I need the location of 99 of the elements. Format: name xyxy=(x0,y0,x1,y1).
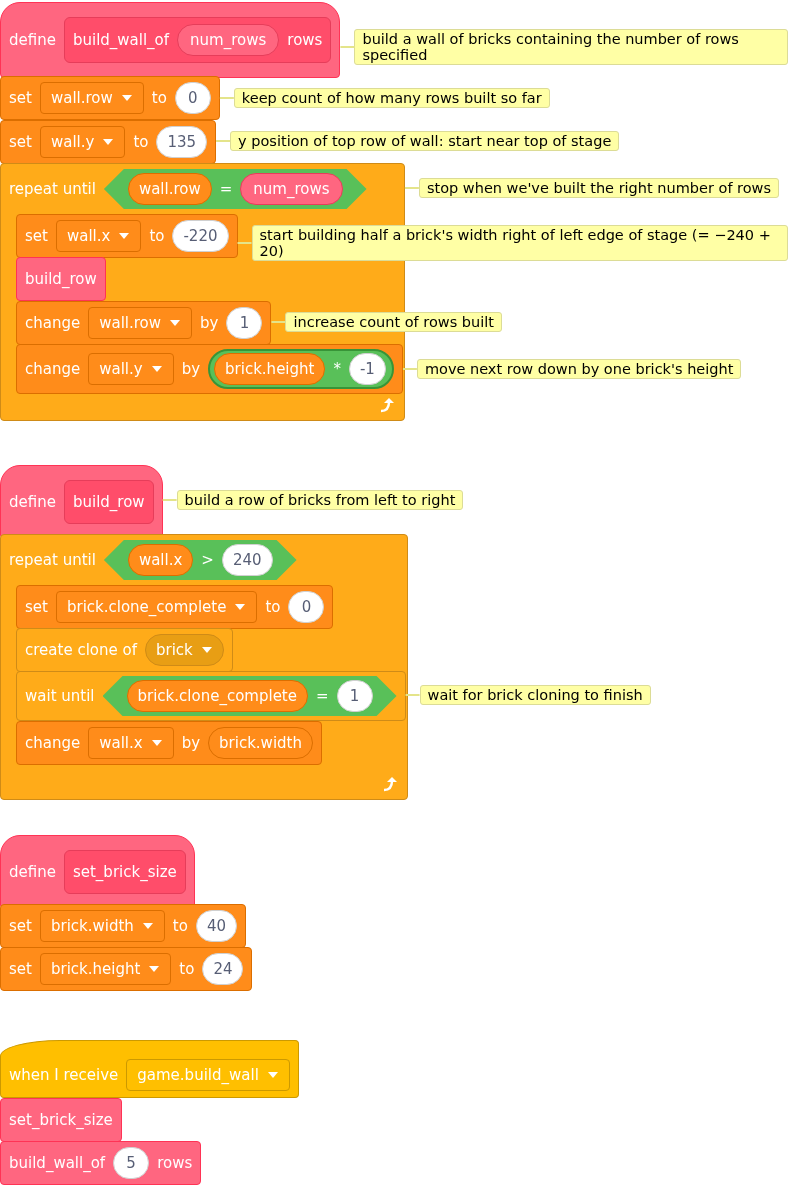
block-text: wait until xyxy=(25,687,95,705)
block-text: repeat until xyxy=(9,551,96,569)
block-text: create clone of xyxy=(25,641,137,659)
leader-line xyxy=(403,187,420,189)
block-text: by xyxy=(200,314,219,332)
operator-sign: = xyxy=(315,687,329,705)
command-block xyxy=(16,344,403,394)
command-block xyxy=(16,721,322,765)
comment-note: increase count of rows built xyxy=(285,312,502,332)
block-text: build_wall_of xyxy=(9,1154,106,1172)
number-input: 24 xyxy=(202,953,244,985)
dropdown-menu: brick.height xyxy=(39,953,172,985)
dropdown-menu: wall.x xyxy=(88,727,174,759)
block-text: define xyxy=(9,493,56,511)
block-text: to xyxy=(265,598,281,616)
variable-reporter: brick.height xyxy=(214,353,326,385)
command-block xyxy=(16,585,334,629)
leader-line xyxy=(161,499,178,501)
dropdown-menu: brick xyxy=(144,634,224,666)
comment-note: build a wall of bricks containing the number of rows specified xyxy=(354,29,788,65)
command-block xyxy=(16,628,233,672)
command-block xyxy=(16,301,272,345)
variable-reporter: wall.row xyxy=(127,173,212,205)
comment-note: build a row of bricks from left to right xyxy=(176,490,464,510)
block-text: change xyxy=(25,734,81,752)
number-input: 0 xyxy=(174,82,211,114)
define-hat-block xyxy=(0,2,341,78)
loop-block xyxy=(0,534,408,800)
number-input: 1 xyxy=(226,307,263,339)
variable-reporter: brick.width xyxy=(208,727,313,759)
command-block xyxy=(16,214,238,258)
operator-sign: > xyxy=(201,551,214,569)
leader-line xyxy=(215,140,232,142)
comment-note: start building half a brick's width right of left edge of stage (= −240 + 20) xyxy=(251,225,788,261)
dropdown-menu: wall.row xyxy=(88,307,193,339)
number-input: -1 xyxy=(348,353,386,385)
dropdown-menu: game.build_wall xyxy=(126,1059,290,1091)
block-text: set xyxy=(25,598,48,616)
block-text: set xyxy=(9,917,32,935)
operator-reporter xyxy=(208,349,394,389)
number-input: -220 xyxy=(172,220,229,252)
comment-note: y position of top row of wall: start near top of stage xyxy=(230,131,620,151)
command-block xyxy=(0,120,217,164)
command-block xyxy=(16,671,406,721)
block-text: change xyxy=(25,314,81,332)
block-text: repeat until xyxy=(9,180,96,198)
block-text: by xyxy=(181,360,201,378)
loop-block xyxy=(0,163,405,421)
dropdown-menu: wall.x xyxy=(55,220,142,252)
custom-block-prototype: build_row xyxy=(63,480,154,524)
block-text: set xyxy=(9,89,32,107)
custom-block: set_brick_size xyxy=(0,1098,122,1142)
number-input: 5 xyxy=(113,1147,150,1179)
number-input: 0 xyxy=(288,591,325,623)
block-text: set xyxy=(9,960,32,978)
dropdown-menu: brick.width xyxy=(39,910,165,942)
block-text: to xyxy=(172,917,188,935)
operator-sign: * xyxy=(333,360,341,378)
leader-line xyxy=(270,321,287,323)
dropdown-menu: wall.y xyxy=(39,126,126,158)
leader-line xyxy=(339,46,356,48)
custom-block: build_row xyxy=(16,257,106,301)
block-text: to xyxy=(151,89,167,107)
comment-note: keep count of how many rows built so far xyxy=(233,88,550,108)
block-text: rows xyxy=(157,1154,193,1172)
block-text: to xyxy=(179,960,195,978)
block-text: build_wall_of xyxy=(72,31,170,49)
command-block xyxy=(0,904,246,948)
dropdown-menu: wall.y xyxy=(88,353,174,385)
custom-block xyxy=(0,1141,202,1185)
number-input: 240 xyxy=(221,544,273,576)
number-input: 1 xyxy=(336,680,373,712)
leader-line xyxy=(236,242,253,244)
block-text: to xyxy=(133,133,149,151)
leader-line xyxy=(218,97,235,99)
block-text: set xyxy=(9,133,32,151)
block-text: rows xyxy=(287,31,323,49)
event-hat-block xyxy=(0,1040,299,1098)
block-text: define xyxy=(9,31,56,49)
variable-reporter: brick.clone_complete xyxy=(126,680,308,712)
variable-reporter: wall.x xyxy=(127,544,194,576)
operator-sign: = xyxy=(219,180,233,198)
block-text: when I receive xyxy=(9,1066,119,1084)
number-input: 40 xyxy=(195,910,237,942)
custom-block-prototype: set_brick_size xyxy=(63,850,186,894)
dropdown-menu: wall.row xyxy=(39,82,144,114)
number-input: 135 xyxy=(156,126,208,158)
block-text: set xyxy=(25,227,48,245)
block-text: define xyxy=(9,863,56,881)
comment-note: wait for brick cloning to finish xyxy=(419,685,651,705)
block-text: to xyxy=(149,227,165,245)
command-block xyxy=(0,76,220,120)
block-text: by xyxy=(181,734,201,752)
block-text: change xyxy=(25,360,81,378)
dropdown-menu: brick.clone_complete xyxy=(55,591,258,623)
comment-note: move next row down by one brick's height xyxy=(416,359,742,379)
command-block xyxy=(0,947,253,991)
custom-block-prototype xyxy=(63,17,332,63)
comment-note: stop when we've built the right number of rows xyxy=(418,178,780,198)
